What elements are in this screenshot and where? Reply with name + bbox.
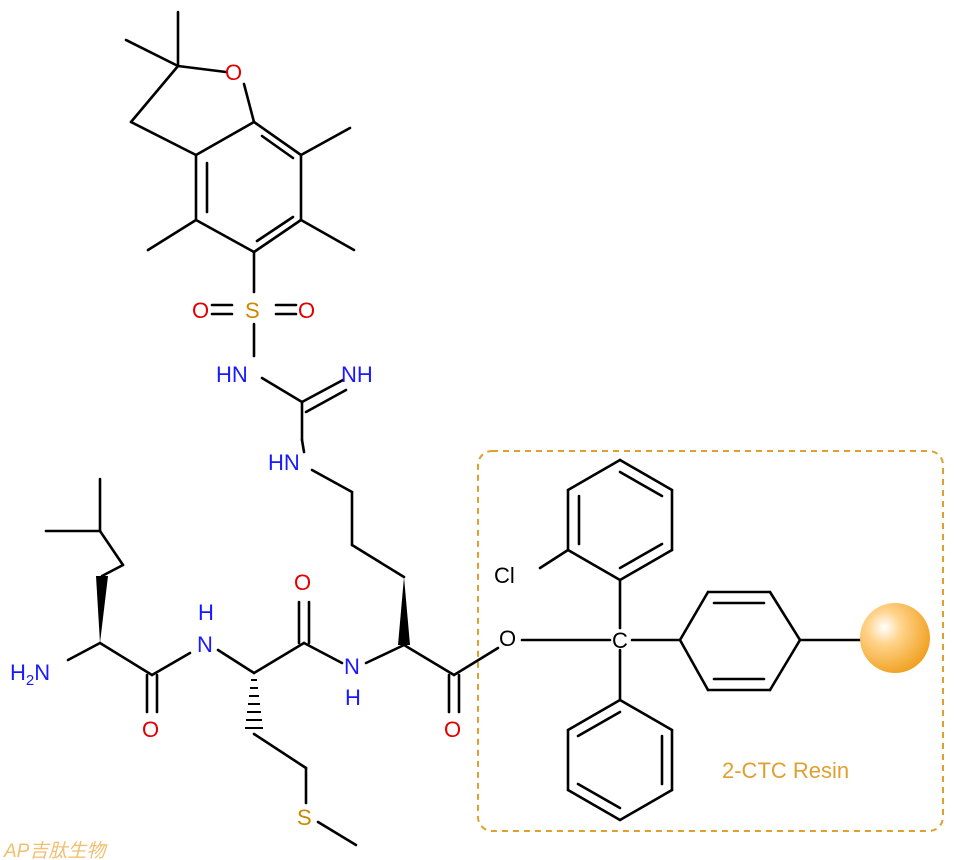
pbf-group [124,10,356,294]
ester-o-label: O [499,626,516,651]
met-arg-h-label: H [345,685,361,710]
guanidine-nh-label: NH [341,362,373,387]
resin-bead [860,603,930,673]
amine-h-label: H2N [10,660,50,689]
sulfonyl-s-label: S [245,298,260,323]
arginine-backbone [364,643,500,714]
sulfonyl-o-right-label: O [298,298,315,323]
leu-carbonyl-o-label: O [142,717,159,742]
guanidine-group [260,376,354,494]
leu-met-nh-h-label: H [198,600,214,625]
arginine-sidechain [350,490,410,645]
leu-met-n-label: N [197,632,213,657]
resin-label: 2-CTC Resin [722,758,849,783]
ring-oxygen-label: O [225,60,242,85]
resin-box [477,450,944,832]
watermark-text: AP吉肽生物 [3,841,108,860]
sulfonyl-group [210,303,298,358]
sulfonyl-o-left-label: O [192,298,209,323]
chlorine-label: Cl [494,563,515,588]
guanidine-hn2-label: HN [268,450,300,475]
trityl-c-label: C [612,628,628,653]
met-arg-n-label: N [344,654,360,679]
arg-carbonyl-o-label: O [444,717,461,742]
methionine-residue [216,600,358,847]
guanidine-hn-label: HN [216,362,248,387]
trityl-group [520,458,864,822]
leucine-residue [44,477,192,714]
met-carbonyl-o-label: O [294,570,311,595]
met-thioether-s-label: S [297,805,312,830]
